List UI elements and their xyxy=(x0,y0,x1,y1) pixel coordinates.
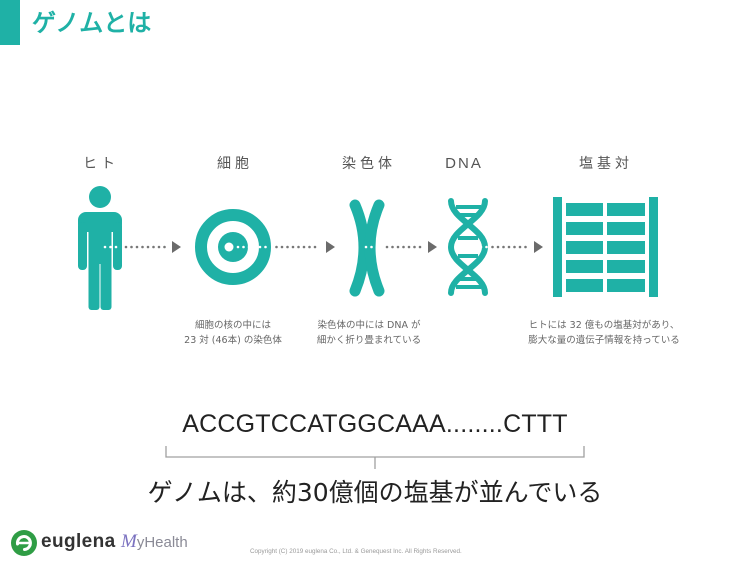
euglena-logo-text: euglena xyxy=(41,531,116,552)
caption-line: 膨大な量の遺伝子情報を持っている xyxy=(528,335,680,346)
base-pair-block xyxy=(566,222,603,235)
title-accent-bar xyxy=(0,0,20,45)
base-sequence: ACCGTCCATGGCAAA........CTTT xyxy=(182,410,568,438)
person-left-leg xyxy=(88,258,100,310)
base-pair-block xyxy=(607,260,645,273)
base-pairs-icon xyxy=(553,197,658,297)
caption-line: 23 対 (46本) の染色体 xyxy=(184,335,282,346)
genome-summary: ゲノムは、約30億個の塩基が並んでいる xyxy=(147,478,603,507)
dna-helix-icon xyxy=(447,198,489,296)
chromosome-left-chromatid xyxy=(349,199,370,297)
person-right-leg xyxy=(100,258,112,310)
caption-line: 細かく折り畳まれている xyxy=(316,335,422,346)
copyright-notice: Copyright (C) 2019 euglena Co., Ltd. & G… xyxy=(250,548,462,555)
person-icon xyxy=(78,186,122,310)
person-left-arm xyxy=(78,222,87,270)
caption-cell: 細胞の核の中には 23 対 (46本) の染色体 xyxy=(163,318,303,348)
cell-nucleolus xyxy=(224,242,234,252)
caption-base-pairs: ヒトには 32 億もの塩基対があり、 膨大な量の遺伝子情報を持っている xyxy=(509,318,699,348)
chromosome-icon xyxy=(349,199,385,297)
arrow-cell-to-chromosome xyxy=(236,241,335,253)
base-pairs-right-rail xyxy=(649,197,658,297)
euglena-logo-icon xyxy=(11,530,37,556)
caption-line: 染色体の中には DNA が xyxy=(317,320,421,331)
base-pair-block xyxy=(607,241,645,254)
person-head xyxy=(89,186,111,208)
caption-chromosome: 染色体の中には DNA が 細かく折り畳まれている xyxy=(299,318,439,348)
stage-label-chromosome: 染色体 xyxy=(342,156,396,172)
arrow-chromosome-to-dna xyxy=(364,241,437,253)
base-pair-block xyxy=(566,203,603,216)
chromosome-right-chromatid xyxy=(364,199,385,297)
base-pair-block xyxy=(607,203,645,216)
arrow-person-to-cell xyxy=(103,241,181,253)
caption-line: ヒトには 32 億もの塩基対があり、 xyxy=(528,320,680,331)
caption-line: 細胞の核の中には xyxy=(194,320,271,331)
base-pairs-left-rail xyxy=(553,197,562,297)
base-pair-block xyxy=(607,279,645,292)
arrow-dna-to-base-pairs xyxy=(457,241,543,253)
myhealth-logo-text: MyHealth xyxy=(121,531,188,552)
slide-title: ゲノムとは xyxy=(32,9,152,37)
arrow-head-icon xyxy=(326,241,335,253)
base-pair-block xyxy=(566,241,603,254)
person-torso xyxy=(88,222,112,264)
sequence-bracket xyxy=(165,446,585,469)
dna-rungs xyxy=(456,205,481,289)
base-pair-block xyxy=(607,222,645,235)
arrow-head-icon xyxy=(172,241,181,253)
dna-strand-a xyxy=(447,198,488,296)
base-pair-block xyxy=(566,260,603,273)
arrow-head-icon xyxy=(428,241,437,253)
base-pair-block xyxy=(566,279,603,292)
stage-label-human: ヒト xyxy=(83,156,119,172)
person-right-arm xyxy=(113,222,122,270)
stage-label-dna: DNA xyxy=(445,155,483,172)
stage-label-cell: 細胞 xyxy=(217,156,253,172)
dna-strand-b xyxy=(448,198,489,296)
stage-label-base-pairs: 塩基対 xyxy=(579,156,633,172)
arrow-head-icon xyxy=(534,241,543,253)
